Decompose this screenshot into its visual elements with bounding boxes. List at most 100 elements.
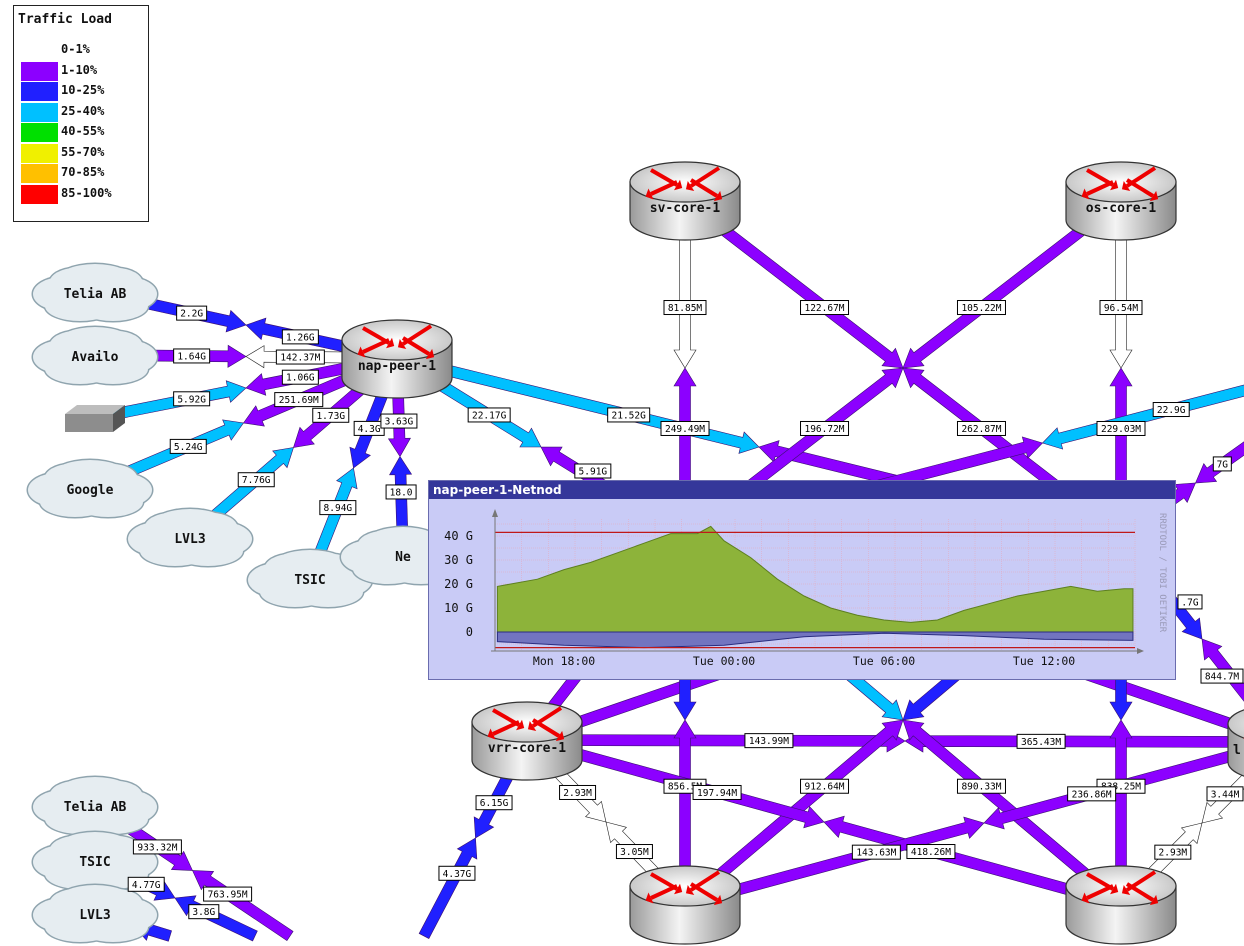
svg-text:418.26M: 418.26M [911,847,951,858]
cloud-availo[interactable]: Availo [31,325,159,386]
link-label: 3.8G [188,904,220,920]
router-label: nap-peer-1 [358,359,436,374]
svg-text:844.7M: 844.7M [1205,672,1240,683]
link[interactable] [525,734,1123,910]
router-vrr-core-1[interactable]: vrr-core-1 [471,701,583,781]
link-label: 3.63G [380,413,418,429]
router-arrows-icon [645,870,723,906]
cloud-telia-ab-2[interactable]: Telia AB [31,775,159,836]
router-nap-peer-1[interactable]: nap-peer-1 [341,319,453,399]
link-label: 3.05M [615,844,653,860]
link-label: 365.43M [1016,733,1066,749]
legend-band: 10-25% [21,81,141,101]
svg-text:3.05M: 3.05M [620,847,649,858]
link-label: 197.94M [692,784,742,800]
link-arrow[interactable] [1041,345,1244,450]
x-tick-label: Mon 18:00 [533,654,595,668]
legend-swatch [21,164,58,183]
cloud-google[interactable]: Google [26,458,154,519]
link-label: 2.2G [176,305,208,321]
legend-band-label: 55-70% [61,144,105,159]
router-l-core[interactable]: l [1227,704,1244,782]
cloud-lvl3-2[interactable]: LVL3 [31,883,159,944]
legend-band-label: 40-55% [61,124,105,138]
router-os-core-1[interactable]: os-core-1 [1065,161,1177,241]
svg-text:196.72M: 196.72M [804,424,844,435]
server-icon[interactable] [65,405,125,432]
svg-text:22.17G: 22.17G [472,410,507,421]
link-arrow[interactable] [418,837,478,939]
router-label: os-core-1 [1086,201,1157,216]
link-label: 229.03M [1096,420,1146,436]
cloud-label: LVL3 [174,532,205,547]
link-label: 236.86M [1067,786,1117,802]
svg-text:8.94G: 8.94G [324,503,353,514]
svg-text:251.69M: 251.69M [279,395,319,406]
svg-text:4.77G: 4.77G [132,880,161,891]
svg-text:365.43M: 365.43M [1021,737,1061,748]
link-label: 4.77G [127,876,165,892]
svg-text:1.64G: 1.64G [177,351,206,362]
link-label: 143.99M [744,733,794,749]
cloud-telia-ab-1[interactable]: Telia AB [31,262,159,323]
cloud-label: Availo [72,350,119,365]
svg-text:3.63G: 3.63G [385,417,414,428]
legend-band: 85-100% [21,184,141,204]
svg-text:.7G: .7G [1181,597,1198,608]
rrdtool-credit: RRDTOOL / TOBI OETIKER [1157,513,1167,633]
link-label: 96.54M [1099,300,1143,316]
legend-band: 25-40% [21,102,141,122]
svg-text:5.92G: 5.92G [177,394,206,405]
y-tick-label: 10 G [444,601,473,615]
svg-text:96.54M: 96.54M [1104,303,1139,314]
legend-swatch [21,82,58,101]
legend-band-label: 25-40% [61,103,105,118]
link-label: 105.22M [956,300,1006,316]
legend-band-label: 10-25% [61,83,105,97]
router-bottom-right-core[interactable] [1065,865,1177,945]
svg-text:122.67M: 122.67M [804,303,844,314]
link-label: 7G [1212,456,1232,472]
svg-text:2.93M: 2.93M [1159,848,1188,859]
x-tick-label: Tue 06:00 [853,654,915,668]
x-tick-label: Tue 12:00 [1013,654,1075,668]
svg-text:3.8G: 3.8G [192,907,215,918]
svg-text:5.24G: 5.24G [174,442,203,453]
link-arrow[interactable] [904,729,1244,753]
svg-text:2.2G: 2.2G [180,309,203,320]
cloud-lvl3-1[interactable]: LVL3 [126,507,254,568]
link-label: 1.26G [281,329,319,345]
svg-text:22.9G: 22.9G [1157,405,1186,416]
router-arrows-icon [1081,166,1159,202]
link-label: 2.93M [559,784,597,800]
router-bottom-left-core[interactable] [629,865,741,945]
link-arrow[interactable] [526,729,906,753]
y-axis-arrow [492,509,498,517]
link-label: 251.69M [274,392,324,408]
svg-text:229.03M: 229.03M [1101,424,1141,435]
popup-title: nap-peer-1-Netnod [429,481,1175,499]
svg-text:3.44M: 3.44M [1211,789,1240,800]
svg-text:6.15G: 6.15G [480,798,509,809]
svg-text:1.06G: 1.06G [286,373,315,384]
svg-text:18.0: 18.0 [390,487,413,498]
link-label: 933.32M [132,839,182,855]
svg-text:81.85M: 81.85M [668,303,703,314]
svg-text:197.94M: 197.94M [697,788,737,799]
link-label: 4.37G [438,865,476,881]
link-label: 81.85M [663,300,707,316]
y-tick-label: 40 G [444,529,473,543]
svg-text:1.73G: 1.73G [316,411,345,422]
svg-text:1.26G: 1.26G [286,332,315,343]
cloud-label: TSIC [79,855,110,870]
svg-text:249.49M: 249.49M [665,424,705,435]
cloud-tsic-2[interactable]: TSIC [31,830,159,891]
link-label: 1.06G [281,369,319,385]
y-tick-label: 20 G [444,577,473,591]
svg-text:262.87M: 262.87M [961,424,1001,435]
router-sv-core-1[interactable]: sv-core-1 [629,161,741,241]
link-arrow[interactable] [1195,426,1244,484]
link-label: 262.87M [956,420,1006,436]
legend-band: 55-70% [21,143,141,163]
